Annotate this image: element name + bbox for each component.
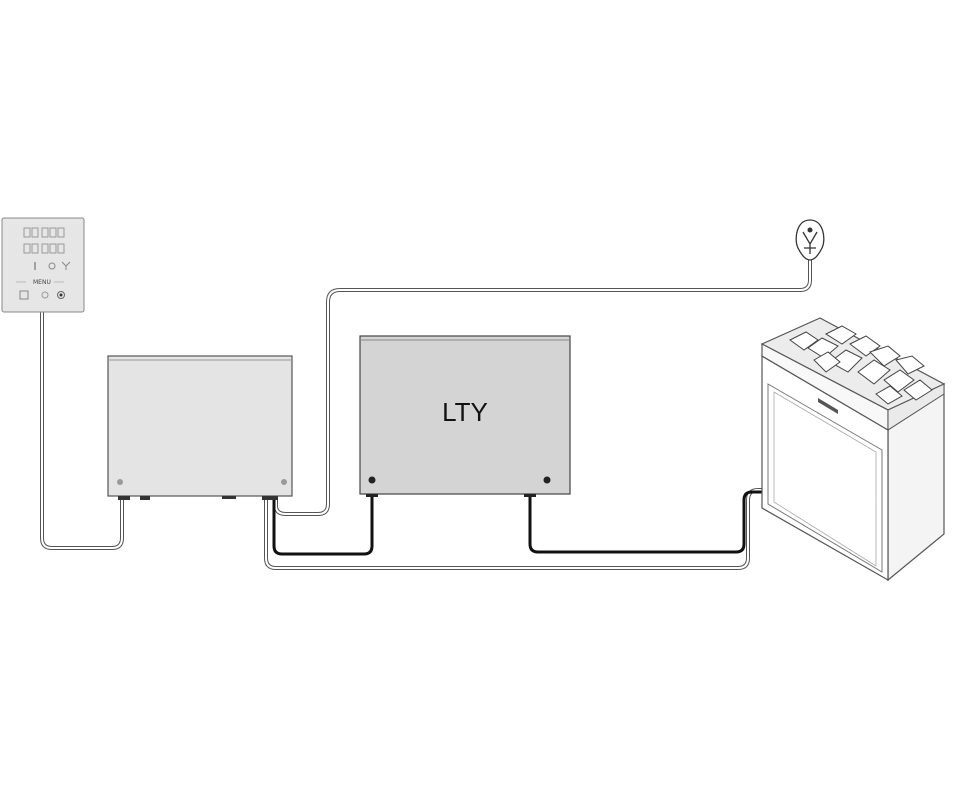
controller-screw-left [117, 479, 123, 485]
panel-display-bottom [23, 243, 65, 254]
control-panel: MENU [1, 217, 85, 313]
power-controller [107, 355, 293, 500]
controller-port-4 [262, 496, 278, 500]
lty-screw-right [543, 476, 551, 484]
heater-logo-plate [818, 398, 838, 414]
controller-heater-cable [264, 488, 764, 570]
controller-lty-cable [272, 494, 374, 556]
controller-port-1 [118, 496, 130, 500]
power-icon [57, 291, 65, 299]
lty-label: LTY [442, 397, 488, 427]
lty-heater-cable [528, 490, 764, 554]
panel-display-top [23, 227, 65, 238]
panel-menu-label: MENU [33, 279, 51, 286]
lty-port-right [524, 494, 536, 497]
panel-sauna-icon [19, 290, 29, 300]
lty-unit: LTY [359, 335, 571, 497]
sauna-heater [760, 317, 946, 582]
sensor-icon [795, 219, 825, 261]
controller-port-2 [140, 496, 150, 500]
timer-icon [48, 262, 56, 270]
light-icon [41, 291, 49, 299]
controller-screw-right [281, 479, 287, 485]
lty-port-left [366, 494, 378, 497]
fan-icon [61, 261, 71, 270]
lty-screw-left [368, 476, 376, 484]
heater-stones [789, 325, 933, 405]
controller-port-3 [222, 496, 236, 499]
